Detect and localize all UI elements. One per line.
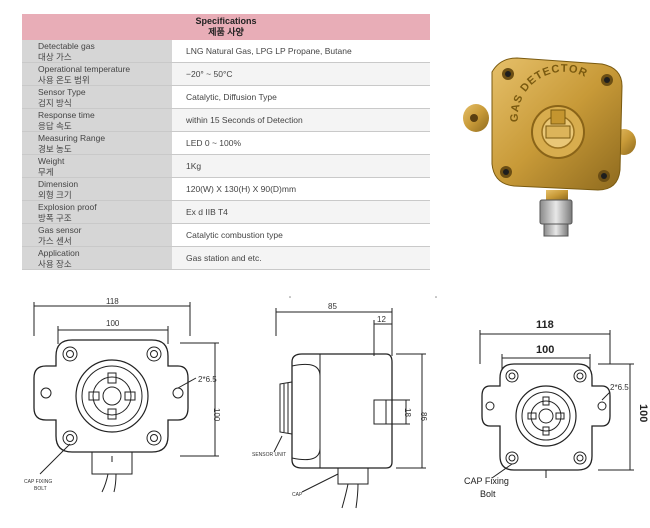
spec-value: Gas station and etc. (186, 253, 262, 263)
side-dim-depth: 85 (328, 302, 337, 311)
spec-title-en: Specifications (195, 16, 257, 26)
gland-neck (546, 190, 568, 200)
side-sensor-label: SENSOR UNIT (252, 452, 286, 458)
spec-table-header: Specifications 제품 사양 (22, 14, 430, 40)
side-dim-height: 86 (419, 412, 428, 421)
spec-label-en: Dimension (38, 179, 79, 189)
side-cap-label: CAP (292, 492, 303, 498)
spec-label-ko: 사용 장소 (38, 259, 72, 269)
spec-value: 120(W) X 130(H) X 90(D)mm (186, 184, 297, 194)
side-dim-small: 12 (377, 315, 386, 324)
spec-label-ko: 외형 크기 (38, 190, 72, 200)
front-view-drawing-alt: 118 100 100 2*6.5 CAP Fixing Bolt (464, 319, 648, 499)
right-bolt-note: 2*6.5 (610, 383, 629, 392)
lug-hole-left (470, 114, 478, 122)
spec-value: Catalytic, Diffusion Type (186, 92, 277, 102)
front-dim-height: 100 (212, 408, 221, 422)
right-cap-label-1: CAP Fixing (464, 476, 509, 486)
front-cap-label-2: BOLT (34, 486, 47, 492)
front-cap-label-1: CAP FIXING (24, 479, 52, 485)
spec-label-en: Sensor Type (38, 87, 86, 97)
spec-label-ko: 사용 온도 범위 (38, 75, 90, 85)
side-view-drawing: 85 12 86 18 SENSOR UNIT CAP (252, 302, 428, 509)
spec-value: 1Kg (186, 161, 202, 171)
spec-label-ko: 검지 방식 (38, 98, 72, 108)
spec-label-en: Detectable gas (38, 41, 95, 51)
spec-value: LNG Natural Gas, LPG LP Propane, Butane (186, 46, 352, 56)
spec-label-ko: 응답 속도 (38, 121, 72, 131)
spec-value: LED 0 ~ 100% (186, 138, 242, 148)
spec-label-en: Operational temperature (38, 64, 131, 74)
gas-detector-photo: GAS DETECTOR (463, 57, 636, 237)
spec-value: Ex d IIB T4 (186, 207, 228, 217)
front-view-drawing: 118 100 100 2*6.5 CAP FIXING BOLT (24, 297, 221, 493)
spec-label-ko: 경보 농도 (38, 144, 72, 154)
spec-label-en: Gas sensor (38, 225, 82, 235)
separator-dots (289, 296, 437, 298)
right-dim-height: 100 (637, 404, 648, 422)
cable-gland (539, 199, 573, 225)
spec-label-en: Response time (38, 110, 95, 120)
spec-value: within 15 Seconds of Detection (186, 115, 303, 125)
spec-label-ko: 가스 센서 (38, 236, 72, 246)
spec-label-en: Explosion proof (38, 202, 97, 212)
front-dim-outer: 118 (106, 297, 119, 306)
spec-value: −20° ~ 50°C (186, 69, 233, 79)
spec-title-ko: 제품 사양 (208, 27, 244, 37)
right-dim-outer: 118 (536, 319, 554, 331)
right-cap-label-2: Bolt (480, 489, 496, 499)
spec-label-ko: 무게 (38, 167, 54, 177)
front-dim-inner: 100 (106, 319, 120, 328)
front-bolt-note: 2*6.5 (198, 375, 217, 384)
spec-label-en: Weight (38, 156, 65, 166)
spec-label-en: Application (38, 248, 80, 258)
side-dim-window: 18 (403, 408, 412, 417)
spec-label-ko: 방폭 구조 (38, 213, 72, 223)
spec-label-en: Measuring Range (38, 133, 106, 143)
spec-label-ko: 대상 가스 (38, 52, 72, 62)
right-dim-inner: 100 (536, 344, 554, 356)
spec-value: Catalytic combustion type (186, 230, 283, 240)
